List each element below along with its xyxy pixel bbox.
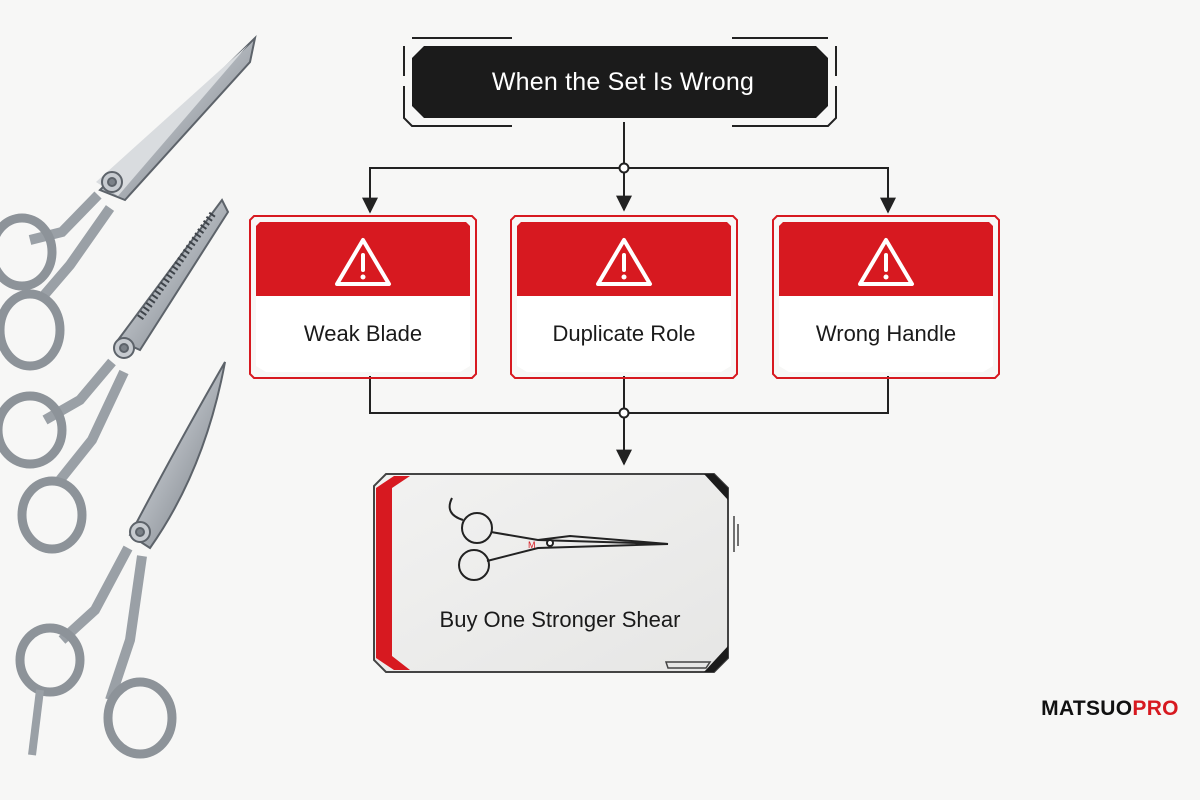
connector-branch	[369, 167, 889, 212]
connector-merge	[369, 376, 889, 414]
svg-text:M: M	[528, 540, 536, 550]
warning-icon	[335, 238, 391, 286]
title-box	[403, 37, 837, 127]
brand-name-part1: MATSUO	[1041, 697, 1133, 720]
problem-card-wrong-handle	[772, 215, 1000, 379]
problem-label: Weak Blade	[303, 321, 423, 346]
shear-icon: M	[448, 497, 669, 581]
thinning-shear-icon	[0, 198, 230, 554]
result-label: Buy One Stronger Shear	[439, 607, 681, 632]
warning-icon	[596, 238, 652, 286]
problem-card-weak-blade	[249, 215, 477, 379]
junction-node	[618, 162, 630, 174]
problem-label: Duplicate Role	[552, 321, 696, 346]
scissors-decoration	[0, 34, 257, 759]
brand-name-part2: PRO	[1132, 697, 1179, 720]
warning-icon	[858, 238, 914, 286]
curved-shear-icon	[15, 361, 226, 759]
result-card: M	[373, 473, 739, 673]
straight-shear-icon	[0, 34, 257, 371]
diagram-title: When the Set Is Wrong	[491, 67, 755, 96]
problem-label: Wrong Handle	[815, 321, 957, 346]
problem-card-duplicate-role	[510, 215, 738, 379]
junction-node	[618, 407, 630, 419]
